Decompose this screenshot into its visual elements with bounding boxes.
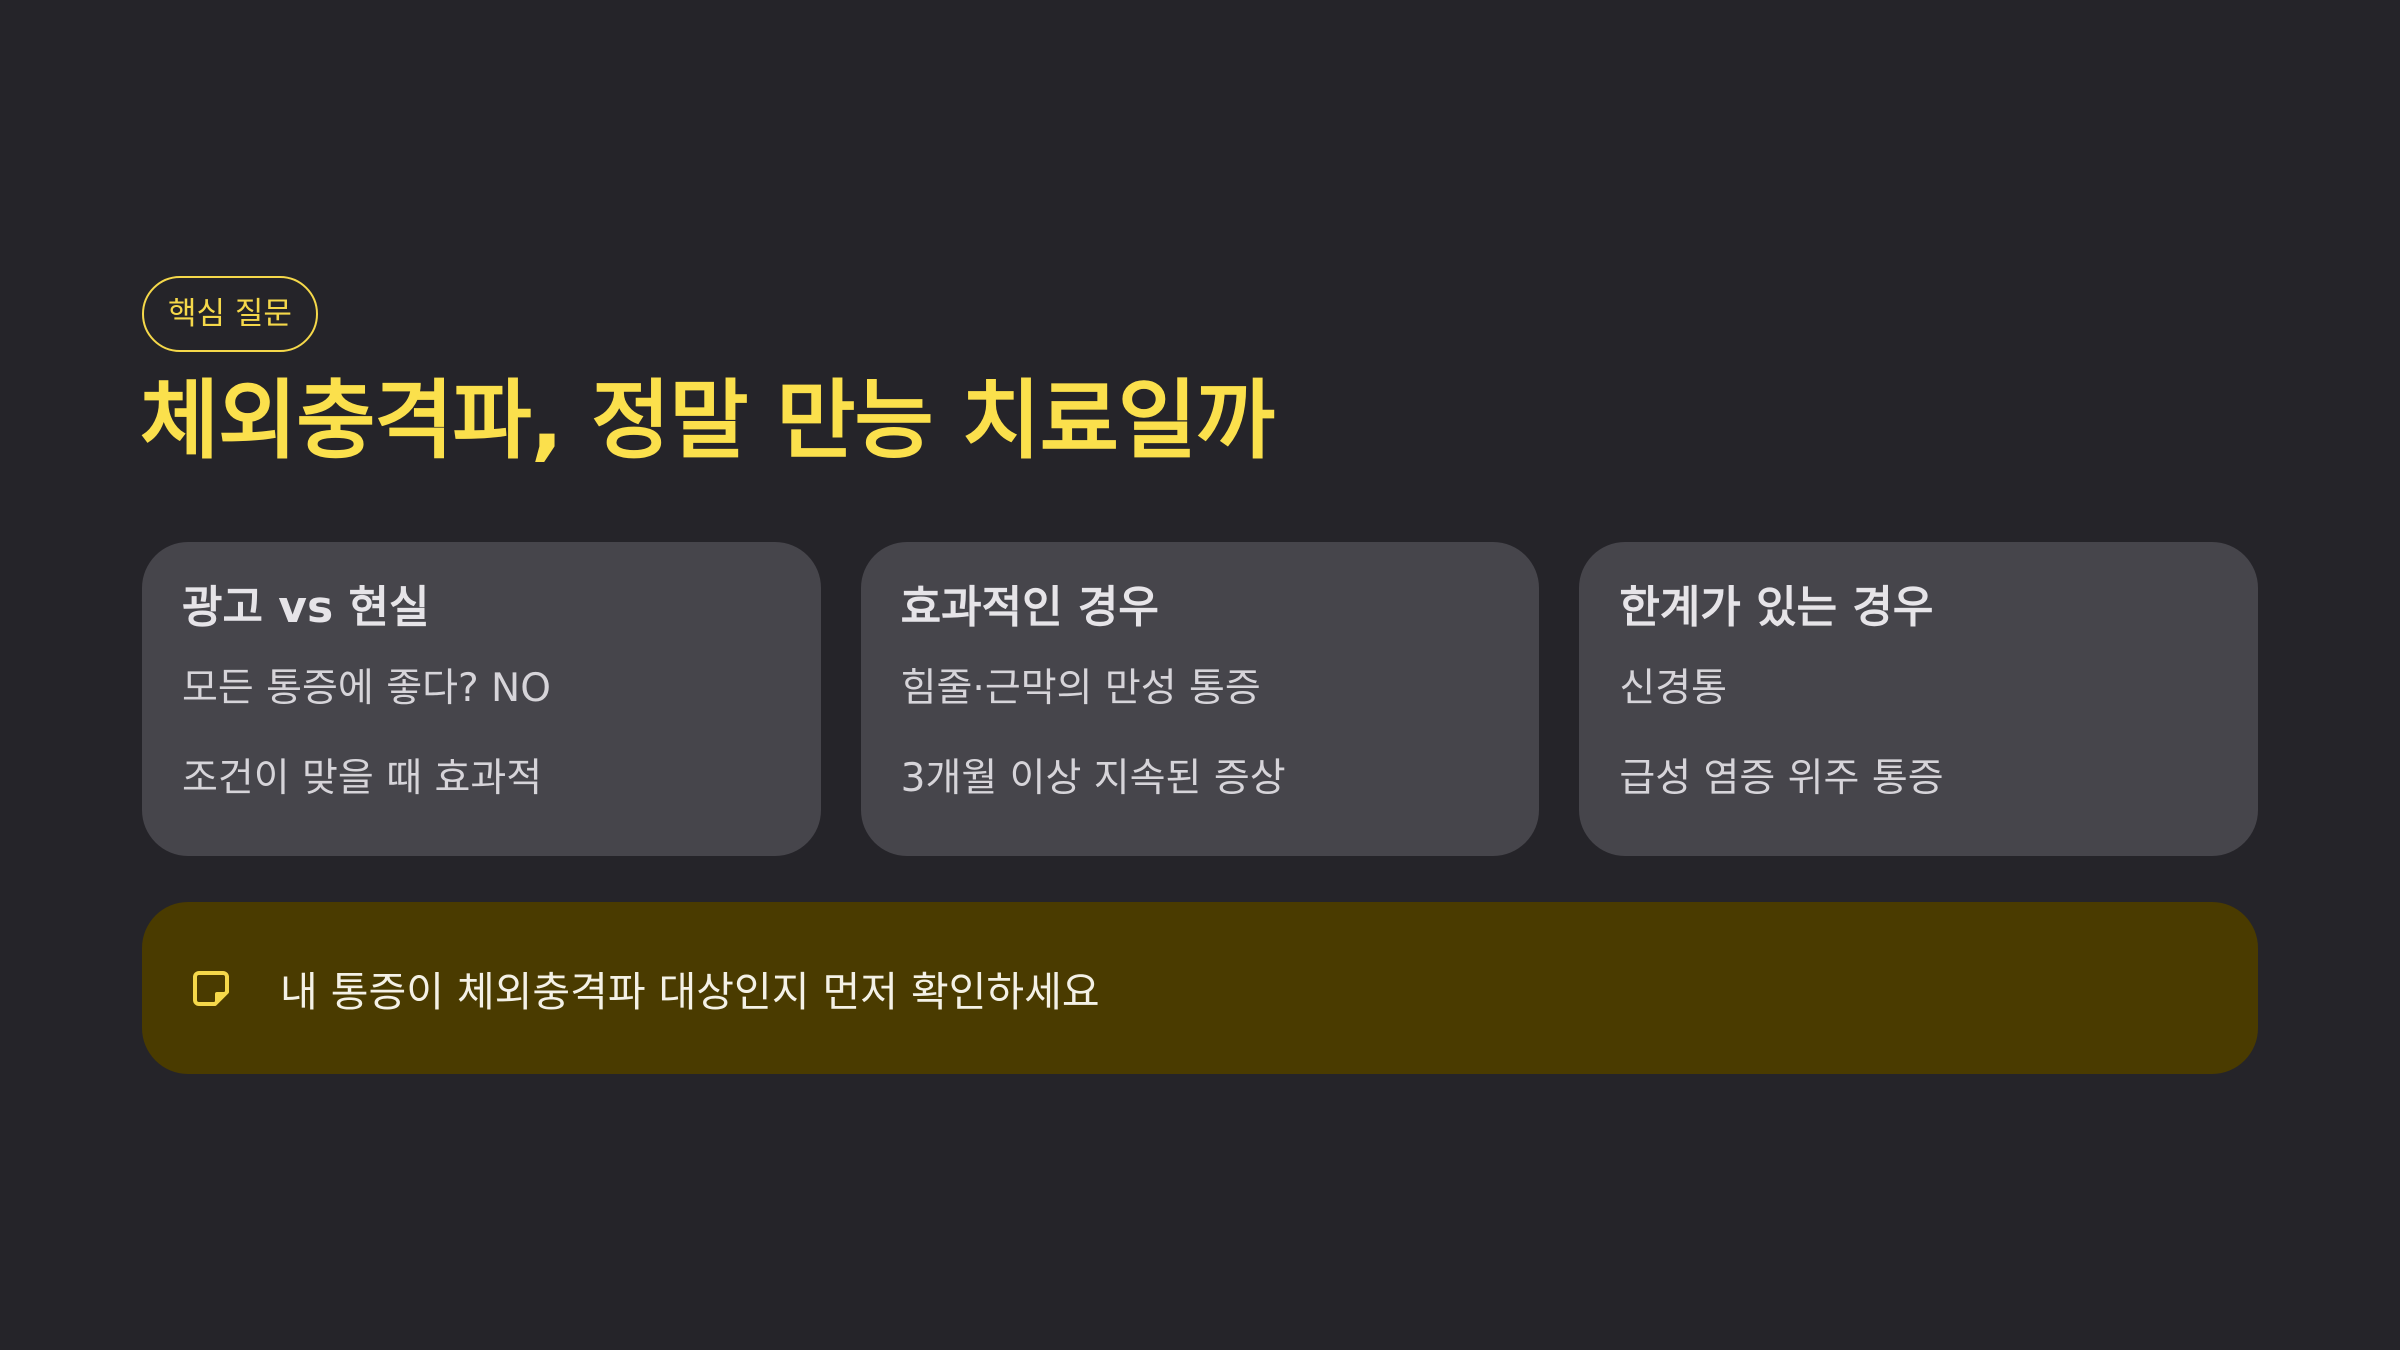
card-effective-cases: 효과적인 경우 힘줄·근막의 만성 통증 3개월 이상 지속된 증상 <box>860 542 1540 856</box>
card-title: 한계가 있는 경우 <box>1619 582 1934 633</box>
card-title: 효과적인 경우 <box>900 582 1159 633</box>
card-line: 힘줄·근막의 만성 통증 <box>900 666 1261 711</box>
sticky-note-icon <box>186 963 236 1013</box>
slide-title: 체외충격파, 정말 만능 치료일까 <box>140 371 1275 471</box>
card-line: 모든 통증에 좋다? NO <box>182 666 551 711</box>
callout-text: 내 통증이 체외충격파 대상인지 먼저 확인하세요 <box>280 968 1100 1016</box>
card-line: 급성 염증 위주 통증 <box>1619 756 1944 801</box>
callout-box: 내 통증이 체외충격파 대상인지 먼저 확인하세요 <box>142 902 2258 1074</box>
card-row: 광고 vs 현실 모든 통증에 좋다? NO 조건이 맞을 때 효과적 효과적인… <box>142 542 2259 856</box>
card-title: 광고 vs 현실 <box>182 582 430 633</box>
card-limited-cases: 한계가 있는 경우 신경통 급성 염증 위주 통증 <box>1579 542 2259 856</box>
topic-tag: 핵심 질문 <box>142 276 318 352</box>
card-line: 3개월 이상 지속된 증상 <box>900 756 1286 801</box>
card-ad-vs-reality: 광고 vs 현실 모든 통증에 좋다? NO 조건이 맞을 때 효과적 <box>142 542 821 856</box>
card-line: 조건이 맞을 때 효과적 <box>182 756 543 801</box>
card-line: 신경통 <box>1619 666 1727 711</box>
